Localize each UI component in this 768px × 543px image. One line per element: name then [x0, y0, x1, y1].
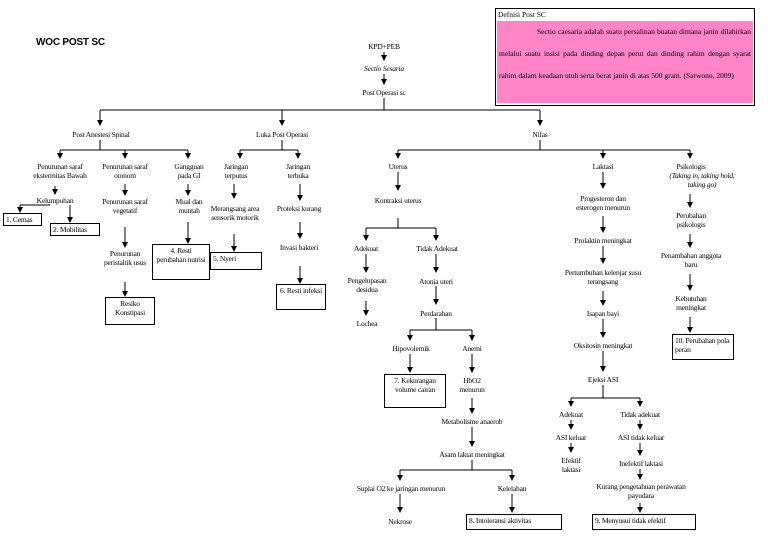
node-peran: 10. Perubahan pola peran [672, 334, 734, 360]
node-saraf-otonom: Penurunan saraf otonom [102, 162, 148, 180]
node-anemi: Anemi [462, 344, 482, 353]
node-tidak-adekuat: Tidak Adekuat [416, 244, 458, 253]
node-saraf-bawah: Penurunan saraf ekstermitas Bawah [33, 162, 87, 180]
node-asam: Asam laktat meningkat [439, 450, 505, 459]
node-infeksi: 6. Resti infeksi [276, 284, 326, 310]
node-kebutuhan: Kebutuhan meningkat [675, 294, 707, 312]
node-nifas: Nifas [532, 130, 548, 139]
node-kelenjar: Pertumbuhan kelenjar susu terangsang [564, 268, 642, 286]
node-jaringan-terbuka: Jaringan terbuka [286, 162, 310, 180]
node-lochea: Lochea [356, 319, 378, 328]
definition-text: Sectio caesaria adalah suatu persalinan … [497, 21, 753, 103]
node-desidua: Pengelupasan desidua [347, 276, 387, 294]
node-oksitosin: Oksitosin meningkat [573, 341, 633, 350]
node-proteksi: Proteksi kurang [276, 204, 322, 213]
node-tidak-adekuat2: Tidak adekuat [620, 410, 660, 419]
node-hbo2: HbO2 menurun [459, 376, 485, 394]
node-psikologis-sub: (Taking in, taking hold, taking go) [669, 171, 735, 189]
node-efektif: Efektif laktasi [561, 456, 581, 474]
node-isapan: Isapan bayi [586, 309, 620, 318]
node-adekuat2: Adekuat [558, 410, 583, 419]
definition-box: Defnisi Post SC Sectio caesaria adalah s… [495, 8, 755, 106]
node-suplai: Suplai O2 ke jaringan menurun [356, 484, 446, 493]
node-sectio: Sectio Sesaria [364, 64, 404, 73]
node-kpd: KPD+PEB [368, 42, 400, 51]
node-postop: Post Operasi sc [362, 88, 406, 97]
node-saraf-vegetatif: Penurunan saraf vegetatif [102, 197, 148, 215]
node-merangsang: Merangsang area sensorik motorik [210, 204, 260, 222]
node-mual: Mual dan muntah [175, 197, 203, 215]
node-ejeksi: Ejeksi ASI [587, 375, 619, 384]
node-menyusui: 9. Menyusui tidak efektif [592, 514, 696, 530]
node-luka: Luka Post Operasi [255, 130, 308, 139]
definition-heading: Defnisi Post SC [498, 10, 546, 19]
node-nutrisi: 4. Resti perubahan nutrisi [152, 244, 210, 280]
node-pengetahuan: Kurang pengetahuan perawatan payudara [596, 482, 686, 500]
node-intoleransi: 8. Intoleransi aktivitas [466, 514, 562, 530]
connectors [17, 52, 693, 513]
node-nyeri: 5. Nyeri [210, 252, 262, 270]
node-kontraksi: Kontraksi uterus [374, 196, 422, 205]
node-hipovolemik: Hipovolemik [392, 344, 430, 353]
node-volume: 7. Kekurangan volume cairan [384, 374, 446, 408]
node-progesteron: Progesteron dan esterogen menurun [576, 194, 630, 212]
node-prolaktin: Prolaktin meningkat [574, 236, 632, 245]
node-perubahan-psikologis: Perubahan psikologis [676, 211, 706, 229]
node-gangguan-gi: Gangguan pada GI [174, 162, 204, 180]
node-cemas: 1. Cemas [3, 213, 42, 226]
node-kelumpuhan: Kelumpuhan [36, 196, 74, 205]
page-title: WOC POST SC [36, 37, 105, 48]
node-kelelahan: Kelelahan [497, 484, 527, 493]
node-penambahan: Penambahan anggota baru [660, 251, 722, 269]
node-asi-tidak: ASI tidak keluar [617, 433, 665, 442]
node-perdarahan: Perdarahan [420, 309, 452, 318]
node-jaringan-terputus: Jaringan terputus [224, 162, 248, 180]
node-invasi: Invasi bakteri [279, 243, 319, 252]
node-atonia: Atonia uteri [419, 277, 453, 286]
node-peristaltik: Penurunan peristaltik usus [103, 249, 146, 267]
node-metabolisme: Metabolisme anaerob [441, 417, 503, 426]
node-laktasi: Laktasi [592, 162, 614, 171]
node-nekrose: Nekrose [388, 517, 412, 526]
node-anestesi: Post Anestesi Spinal [72, 130, 130, 139]
node-inefektif: Inefektif laktasi [619, 459, 663, 468]
node-mobilitas: 2. Mobilitas [50, 223, 100, 236]
node-asi-keluar: ASI keluar [555, 433, 587, 442]
node-psikologis: Psikologis [676, 162, 706, 171]
node-konstipasi: Resiko Konstipasi [105, 297, 155, 325]
node-uterus: Uterus [388, 162, 408, 171]
node-adekuat: Adekuat [353, 244, 378, 253]
